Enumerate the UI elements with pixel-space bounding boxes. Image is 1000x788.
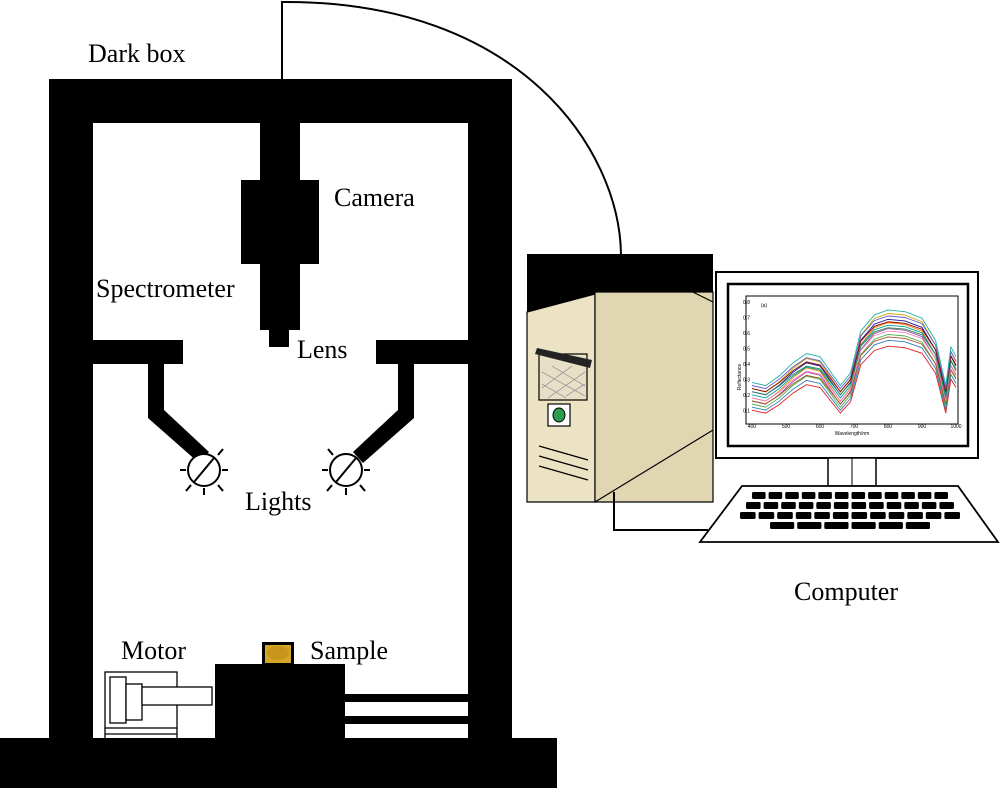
keyboard-key — [917, 492, 932, 499]
keyboard-key — [921, 502, 937, 509]
keyboard-key — [795, 512, 812, 519]
plot-ylabel: Reflectance — [737, 364, 743, 391]
plot-y-tick: 0.6 — [743, 331, 750, 337]
keyboard-key — [851, 522, 876, 529]
computer-tower — [526, 254, 714, 503]
plot-series-line — [751, 339, 957, 411]
keyboard-key — [833, 502, 849, 509]
plot-series-line — [751, 309, 957, 387]
keyboard-key — [851, 492, 866, 499]
keyboard-key — [870, 512, 886, 519]
plot-series-line — [751, 327, 957, 396]
lens — [269, 328, 289, 347]
keyboard-key — [740, 512, 756, 519]
label-sample: Sample — [310, 636, 388, 665]
keyboard-key — [768, 492, 783, 499]
plot-panel-label: (a) — [761, 303, 767, 309]
label-spectrometer: Spectrometer — [96, 274, 235, 303]
plot-x-tick: 500 — [782, 424, 791, 430]
keyboard-key — [869, 502, 884, 509]
keyboard-key — [824, 522, 849, 529]
keyboard-key — [934, 492, 948, 499]
plot-y-tick: 0.1 — [743, 408, 750, 414]
label-lens: Lens — [297, 335, 348, 364]
plot-x-tick: 600 — [816, 424, 825, 430]
keyboard-key — [851, 502, 867, 509]
plot-x-tick: 700 — [850, 424, 859, 430]
plot-y-tick: 0.5 — [743, 346, 750, 352]
keyboard-key — [905, 522, 930, 529]
keyboard-key — [814, 512, 830, 519]
reflectance-plot: (a) Reflectance Wavelength/nm 400 500 600 7… — [737, 295, 962, 437]
spectrometer — [260, 120, 300, 182]
light-bulb-right-icon — [322, 448, 370, 495]
keyboard-key — [878, 522, 903, 529]
light-bulb-left-icon — [180, 448, 228, 495]
keyboard-key — [944, 512, 960, 519]
plot-x-tick: 400 — [748, 424, 757, 430]
keyboard-key — [816, 502, 831, 509]
label-computer: Computer — [794, 577, 898, 606]
keyboard-key — [907, 512, 923, 519]
keyboard-key — [777, 512, 793, 519]
keyboard-key — [904, 502, 919, 509]
keyboard-key — [886, 502, 902, 509]
dark-box-frame — [0, 79, 557, 788]
sample — [262, 642, 294, 666]
keyboard-key — [781, 502, 796, 509]
keyboard-key — [758, 512, 775, 519]
plot-xlabel: Wavelength/nm — [835, 431, 870, 437]
keyboard-key — [746, 502, 761, 509]
plot-y-tick: 0.7 — [743, 316, 750, 322]
plot-series-line — [751, 321, 957, 393]
keyboard-key — [770, 522, 795, 529]
camera — [241, 180, 319, 264]
plot-x-tick: 800 — [884, 424, 893, 430]
plot-x-tick: 900 — [918, 424, 927, 430]
label-motor: Motor — [121, 636, 186, 665]
data-cable — [281, 0, 622, 256]
motor — [104, 671, 213, 740]
plot-series-line — [751, 336, 957, 405]
plot-y-tick: 0.3 — [743, 377, 750, 383]
label-camera: Camera — [334, 183, 415, 212]
keyboard — [698, 485, 1000, 543]
keyboard-key — [801, 492, 816, 499]
keyboard-key — [888, 512, 905, 519]
label-dark-box: Dark box — [88, 39, 185, 68]
plot-series-line — [751, 345, 957, 414]
keyboard-key — [763, 502, 779, 509]
plot-y-tick: 0.4 — [743, 362, 750, 368]
keyboard-cable — [613, 492, 708, 531]
keyboard-key — [884, 492, 899, 499]
keyboard-key — [798, 502, 814, 509]
keyboard-key — [832, 512, 849, 519]
label-lights: Lights — [245, 487, 311, 516]
keyboard-key — [785, 492, 799, 499]
keyboard-key — [851, 512, 868, 519]
keyboard-key — [752, 492, 766, 499]
lights — [148, 360, 414, 495]
plot-series-line — [751, 315, 957, 390]
keyboard-key — [939, 502, 954, 509]
plot-x-tick: 1000 — [950, 424, 961, 430]
keyboard-key — [868, 492, 882, 499]
spectrometer-camera-assembly — [241, 120, 319, 347]
keyboard-key — [818, 492, 832, 499]
keyboard-key — [901, 492, 915, 499]
plot-y-tick: 0.8 — [743, 300, 750, 306]
plot-series-line — [751, 330, 957, 402]
sample-stage — [215, 664, 470, 740]
plot-y-tick: 0.2 — [743, 393, 750, 399]
keyboard-key — [797, 522, 822, 529]
keyboard-key — [834, 492, 849, 499]
keyboard-key — [925, 512, 942, 519]
